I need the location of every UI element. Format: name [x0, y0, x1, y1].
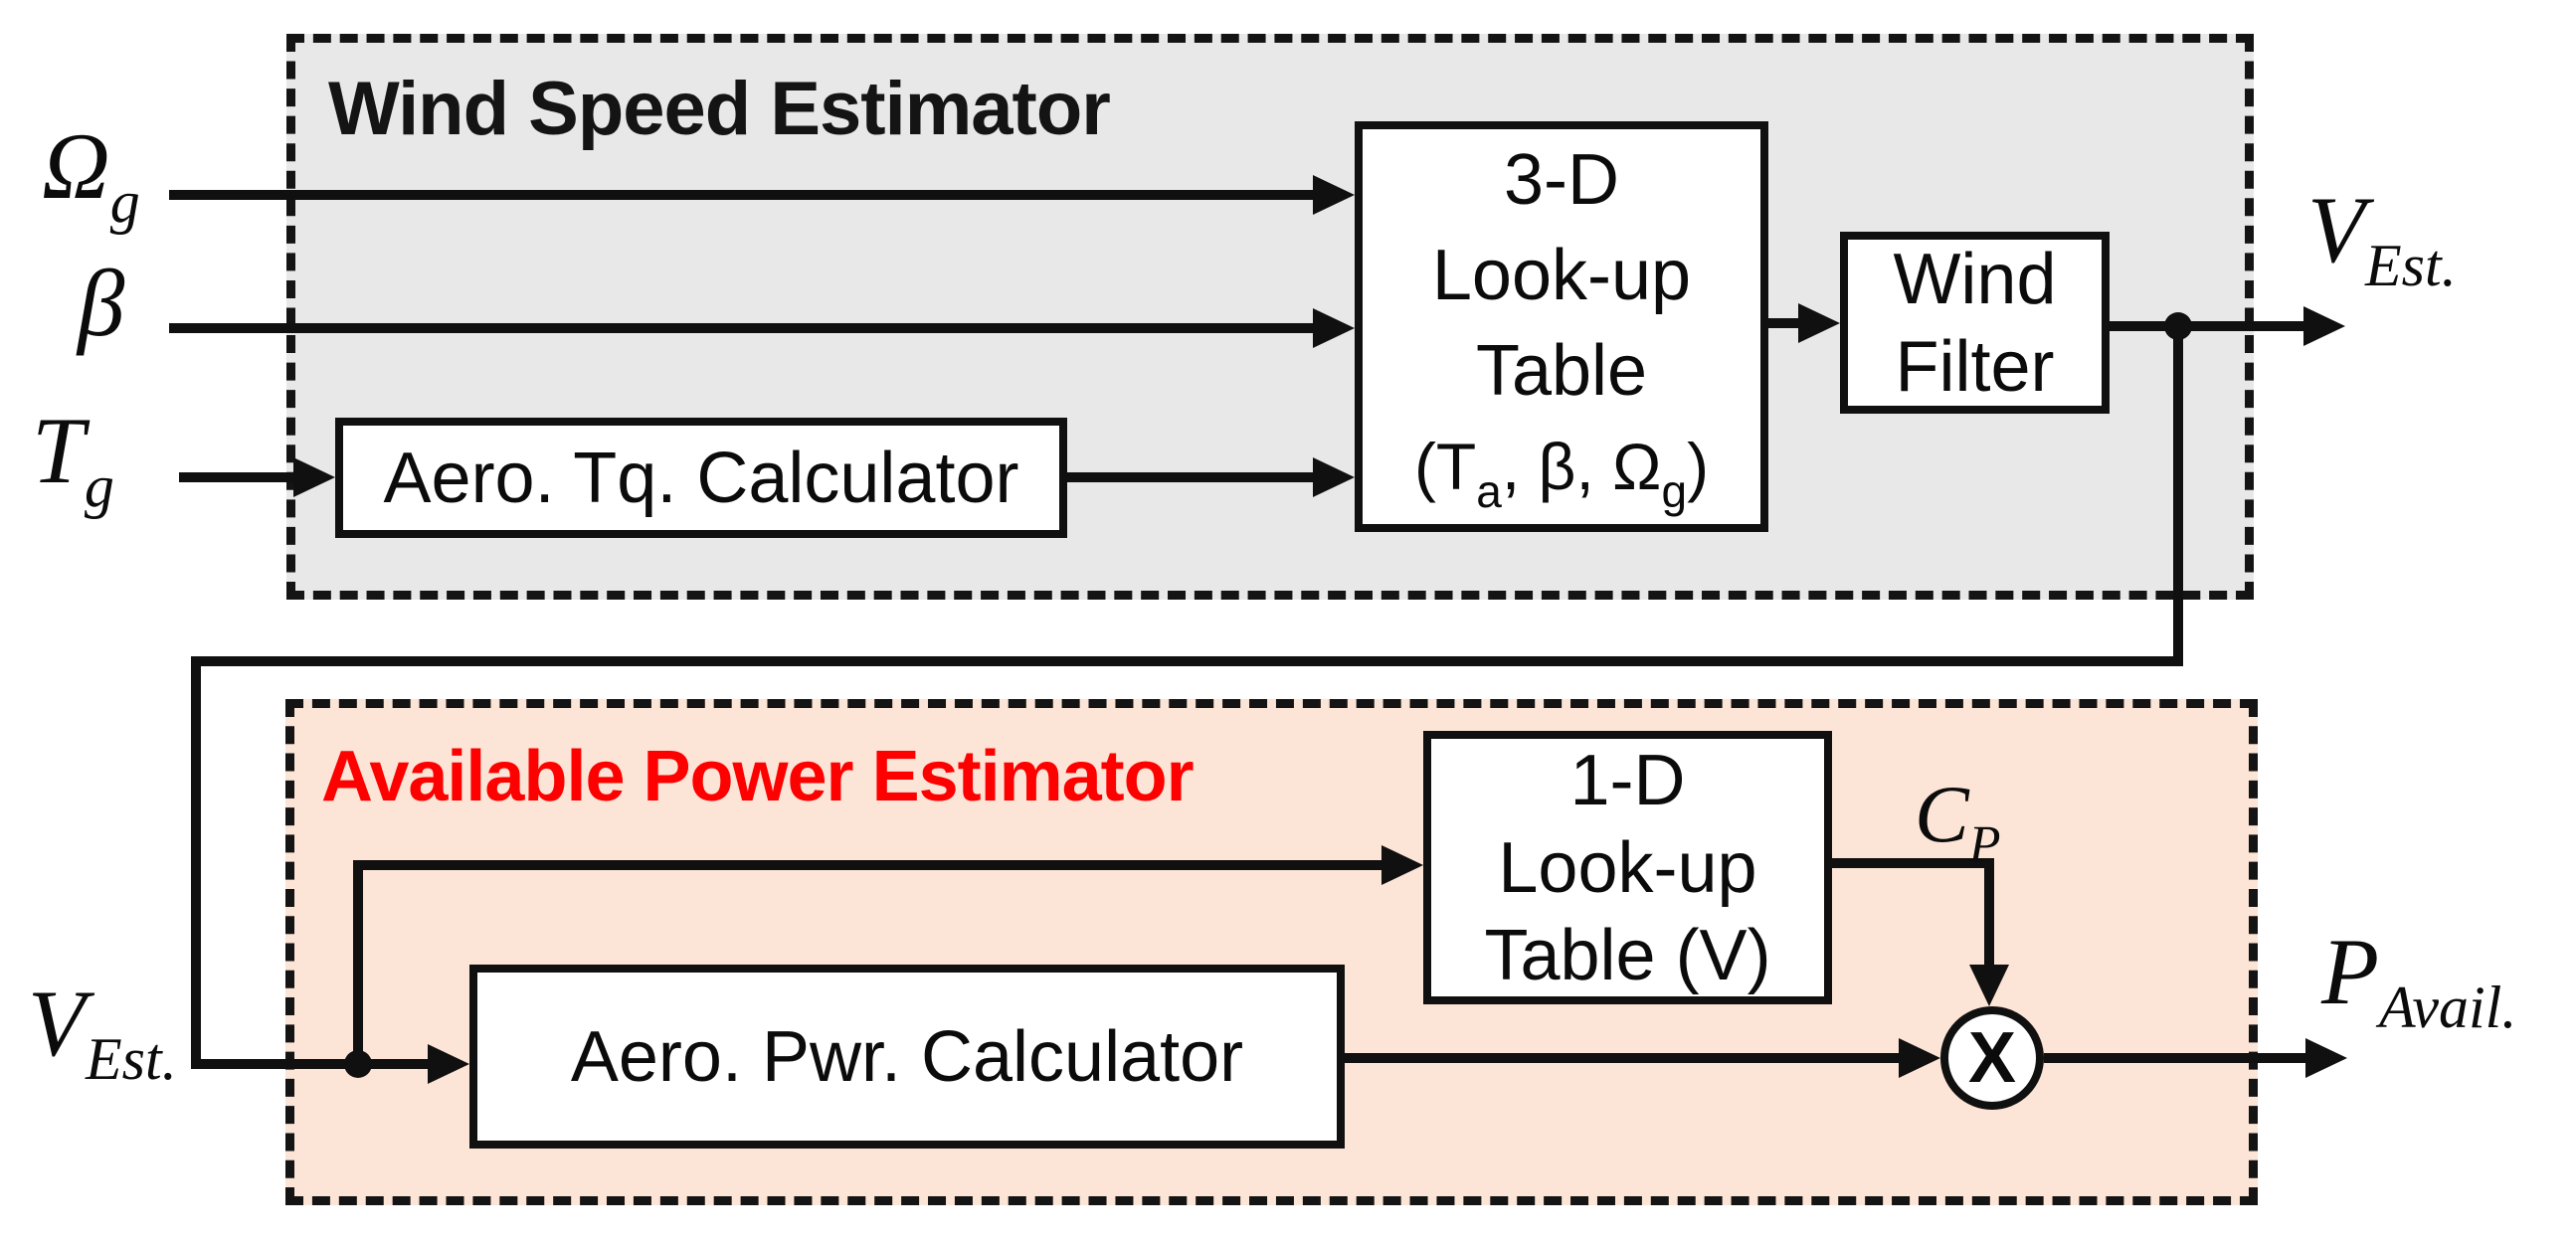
lut-3d-block: 3-D Look-up Table (Ta, β, Ωg) — [1355, 121, 1768, 532]
arrowhead-icon — [1798, 303, 1840, 343]
branch-line-up — [353, 860, 363, 1064]
available-power-estimator-title: Available Power Estimator — [321, 737, 1195, 816]
arrowhead-icon — [2303, 306, 2345, 346]
signal-line-wind-filter-output — [2110, 321, 2303, 331]
signal-line-beta — [169, 323, 1313, 333]
arrowhead-icon — [293, 457, 335, 497]
multiply-icon: X — [1967, 1018, 2017, 1098]
feedback-line-into-aero-pwr — [191, 1059, 428, 1069]
cp-line-down — [1984, 858, 1994, 965]
aero-pwr-output-line — [1345, 1053, 1899, 1063]
cp-line-across — [1832, 858, 1994, 868]
wind-filter-line1: Wind — [1893, 239, 2057, 319]
aero-pwr-calculator-label: Aero. Pwr. Calculator — [570, 1016, 1244, 1097]
wind-filter-line2: Filter — [1895, 326, 2055, 407]
v-est-input-label: VEst. — [28, 971, 177, 1092]
signal-line-aero-tq-output — [1067, 472, 1313, 482]
feedback-line-across — [191, 656, 2183, 666]
junction-dot — [344, 1050, 372, 1078]
feedback-line-down-left — [191, 656, 201, 1069]
multiplier-block: X — [1940, 1006, 2044, 1110]
wind-filter-block: Wind Filter — [1840, 232, 2110, 414]
feedback-line-down-right — [2173, 326, 2183, 666]
arrowhead-icon — [1969, 965, 2009, 1006]
signal-line-omega — [169, 190, 1313, 200]
aero-tq-calculator-block: Aero. Tq. Calculator — [335, 418, 1067, 538]
lut-1d-block: 1-D Look-up Table (V) — [1423, 731, 1832, 1004]
lut-3d-line2: Look-up — [1431, 236, 1692, 315]
branch-line-into-lut1d — [353, 860, 1381, 870]
beta-input-label: β — [78, 251, 125, 356]
arrowhead-icon — [2305, 1038, 2347, 1078]
wind-speed-estimator-title: Wind Speed Estimator — [328, 67, 1111, 151]
lut-3d-arguments: (Ta, β, Ωg) — [1413, 430, 1710, 517]
v-est-output-label: VEst. — [2307, 177, 2457, 298]
lut-3d-line1: 3-D — [1503, 140, 1619, 220]
arrowhead-icon — [1313, 175, 1355, 215]
arrowhead-icon — [1381, 845, 1423, 885]
cp-signal-label: CP — [1915, 769, 2001, 873]
junction-dot — [2164, 312, 2192, 340]
arrowhead-icon — [1899, 1038, 1940, 1078]
arrowhead-icon — [428, 1044, 469, 1084]
arrowhead-icon — [1313, 457, 1355, 497]
arrowhead-icon — [1313, 308, 1355, 348]
p-avail-output-label: PAvail. — [2321, 919, 2517, 1040]
lut-1d-line1: 1-D — [1569, 740, 1686, 820]
aero-pwr-calculator-block: Aero. Pwr. Calculator — [469, 965, 1345, 1149]
omega-g-input-label: Ωg — [42, 113, 140, 235]
tg-input-label: Tg — [32, 398, 114, 519]
signal-line-torque — [179, 472, 293, 482]
lut-1d-line3: Table (V) — [1484, 915, 1771, 995]
p-avail-output-line — [2044, 1053, 2305, 1063]
aero-tq-calculator-label: Aero. Tq. Calculator — [383, 438, 1019, 518]
lut-1d-line2: Look-up — [1498, 827, 1757, 908]
lut-3d-line3: Table — [1475, 331, 1648, 411]
signal-line-lut3d-output — [1768, 318, 1798, 328]
